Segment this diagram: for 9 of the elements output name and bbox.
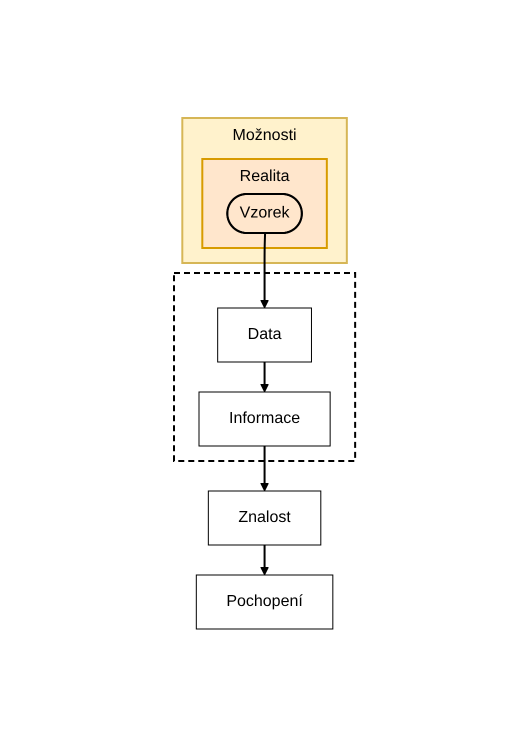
node-box: Data (218, 308, 312, 362)
arrow (260, 233, 270, 308)
arrow (260, 362, 270, 392)
cluster (173, 272, 357, 462)
node-box: Pochopení (196, 574, 334, 630)
arrow (260, 446, 270, 492)
node-box: Informace (198, 392, 332, 446)
arrow (260, 545, 270, 576)
node-box: Znalost (208, 490, 322, 546)
